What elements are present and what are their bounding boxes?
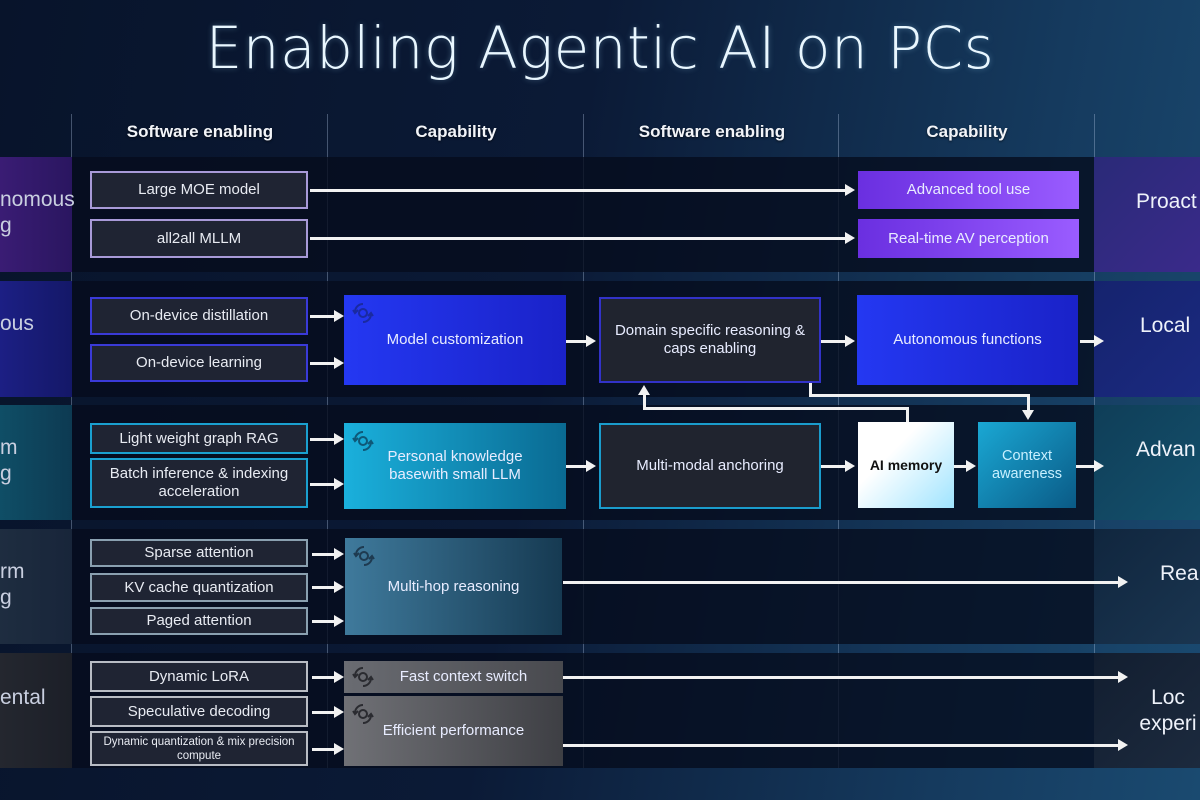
row-category-left-line: g bbox=[0, 214, 12, 237]
arrow bbox=[310, 357, 344, 369]
row-category-left: rm g bbox=[0, 559, 46, 611]
row-category-right: Loc experi bbox=[1136, 685, 1200, 737]
arrow bbox=[821, 460, 855, 472]
connector-line bbox=[643, 394, 646, 410]
row-category-right-line: experi bbox=[1139, 712, 1197, 735]
row-category-left-line: g bbox=[0, 586, 12, 609]
row-category-right-line: Loc bbox=[1151, 686, 1185, 709]
capability-label: Personal knowledge basewith small LLM bbox=[387, 448, 523, 483]
capability-box-efficient-performance: Efficient performance bbox=[344, 696, 563, 766]
row-category-right: Local bbox=[1140, 314, 1191, 337]
arrow bbox=[310, 433, 344, 445]
connector-line bbox=[809, 394, 1030, 397]
capability-box-personal-knowledge-base: Personal knowledge basewith small LLM bbox=[344, 423, 566, 509]
software-box-speculative-decoding: Speculative decoding bbox=[90, 696, 308, 727]
capability-box-multi-modal-anchoring: Multi-modal anchoring bbox=[599, 423, 821, 509]
arrow bbox=[563, 671, 1128, 683]
arrow bbox=[310, 184, 855, 196]
arrow bbox=[821, 335, 855, 347]
column-header-capability-2: Capability bbox=[926, 122, 1008, 141]
capability-box-context-awareness: Context awareness bbox=[978, 422, 1076, 508]
software-box-dynamic-lora: Dynamic LoRA bbox=[90, 661, 308, 692]
arrow bbox=[310, 310, 344, 322]
row-category-right: Rea bbox=[1160, 562, 1199, 585]
software-box-on-device-distillation: On-device distillation bbox=[90, 297, 308, 335]
arrow bbox=[954, 460, 976, 472]
arrow bbox=[563, 739, 1128, 751]
software-box-paged-attention: Paged attention bbox=[90, 607, 308, 635]
gear-cycle-icon bbox=[352, 704, 374, 724]
arrow bbox=[312, 581, 344, 593]
capability-box-advanced-tool-use: Advanced tool use bbox=[858, 171, 1079, 209]
capability-label: Model customization bbox=[386, 331, 524, 348]
column-header-software-enabling-1: Software enabling bbox=[126, 122, 274, 141]
software-box-all2all-mllm: all2all MLLM bbox=[90, 219, 308, 258]
software-box-dynamic-quantization: Dynamic quantization & mix precision com… bbox=[90, 731, 308, 766]
row-category-left: ental bbox=[0, 686, 46, 709]
connector-line bbox=[809, 383, 812, 397]
gear-cycle-icon bbox=[352, 303, 374, 323]
arrow bbox=[563, 576, 1128, 588]
arrow bbox=[312, 706, 344, 718]
connector-line bbox=[1027, 394, 1030, 410]
capability-label: Multi-hop reasoning bbox=[387, 578, 520, 595]
page-title: Enabling Agentic AI on PCs bbox=[205, 14, 995, 82]
arrow bbox=[312, 671, 344, 683]
software-box-on-device-learning: On-device learning bbox=[90, 344, 308, 382]
arrow bbox=[312, 743, 344, 755]
row-category-right: Proact bbox=[1136, 190, 1197, 213]
row-category-left: nomous g bbox=[0, 187, 75, 239]
row-category-left-line: g bbox=[0, 462, 12, 485]
software-box-batch-inference: Batch inference & indexing acceleration bbox=[90, 458, 308, 508]
arrow bbox=[566, 335, 596, 347]
arrow bbox=[312, 615, 344, 627]
arrow bbox=[310, 232, 855, 244]
gear-cycle-icon bbox=[353, 546, 375, 566]
software-box-large-moe-model: Large MOE model bbox=[90, 171, 308, 209]
arrow bbox=[1080, 335, 1104, 347]
arrow bbox=[566, 460, 596, 472]
arrow-head bbox=[1022, 410, 1034, 420]
capability-label: Fast context switch bbox=[399, 668, 528, 685]
row-category-left-line: rm bbox=[0, 560, 25, 583]
capability-box-fast-context-switch: Fast context switch bbox=[344, 661, 563, 693]
row-category-right: Advan bbox=[1136, 438, 1196, 461]
capability-box-autonomous-functions: Autonomous functions bbox=[857, 295, 1078, 385]
connector-line bbox=[643, 407, 909, 410]
software-box-kv-cache-quantization: KV cache quantization bbox=[90, 573, 308, 602]
column-header-software-enabling-2: Software enabling bbox=[638, 122, 786, 141]
row-category-left: m g bbox=[0, 435, 46, 487]
arrow-head bbox=[638, 385, 650, 395]
connector-line bbox=[906, 407, 909, 422]
gear-cycle-icon bbox=[352, 431, 374, 451]
arrow bbox=[312, 548, 344, 560]
capability-box-multi-hop-reasoning: Multi-hop reasoning bbox=[345, 538, 562, 635]
software-box-light-weight-graph-rag: Light weight graph RAG bbox=[90, 423, 308, 454]
row-category-left-line: m bbox=[0, 436, 18, 459]
capability-label: Efficient performance bbox=[382, 722, 525, 739]
capability-box-real-time-av-perception: Real-time AV perception bbox=[858, 219, 1079, 258]
gear-cycle-icon bbox=[352, 667, 374, 687]
column-header-capability-1: Capability bbox=[415, 122, 497, 141]
row-category-left-line: nomous bbox=[0, 188, 75, 211]
arrow bbox=[1076, 460, 1104, 472]
row-category-left: ous bbox=[0, 312, 34, 335]
software-box-sparse-attention: Sparse attention bbox=[90, 539, 308, 567]
arrow bbox=[310, 478, 344, 490]
capability-box-ai-memory: AI memory bbox=[858, 422, 954, 508]
capability-box-model-customization: Model customization bbox=[344, 295, 566, 385]
capability-box-domain-specific-reasoning: Domain specific reasoning & caps enablin… bbox=[599, 297, 821, 383]
